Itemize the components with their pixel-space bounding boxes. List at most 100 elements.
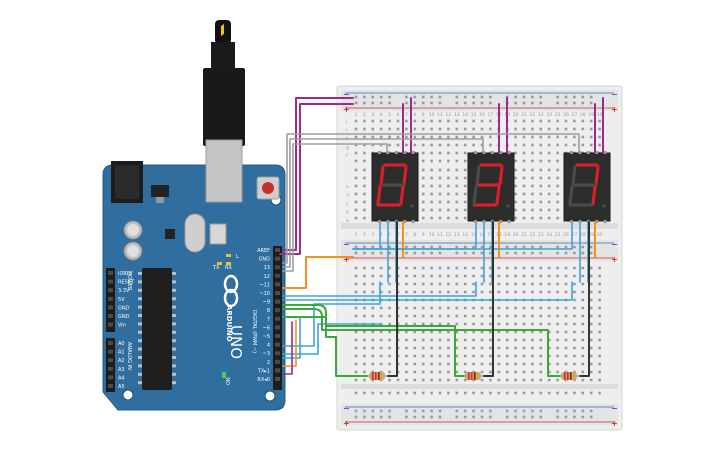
rail-hole [589, 415, 593, 419]
chip-legs [138, 272, 176, 385]
breadboard-hole [388, 370, 391, 374]
breadboard-hole [438, 354, 442, 358]
analog-pin-hole[interactable] [108, 358, 113, 363]
rail-hole [430, 95, 433, 99]
breadboard-hole [388, 306, 391, 310]
wire-green[interactable] [282, 316, 368, 377]
rail-hole [480, 95, 484, 99]
digital-pin-hole[interactable] [275, 291, 280, 295]
wire-gray[interactable] [282, 143, 388, 272]
breadboard-hole [497, 391, 501, 395]
breadboard-hole [598, 370, 601, 374]
breadboard-hole [430, 354, 433, 358]
rail-hole [472, 251, 475, 255]
power-pin-hole[interactable] [108, 322, 113, 327]
wire-green[interactable] [282, 308, 561, 377]
power-pin-hole[interactable] [108, 279, 113, 284]
breadboard-hole [573, 330, 576, 334]
digital-pin-hole[interactable] [275, 325, 280, 330]
breadboard-hole [489, 266, 492, 270]
decimal-point [410, 204, 414, 208]
breadboard-hole [514, 119, 517, 123]
power-pin-hole[interactable] [108, 271, 113, 275]
power-pin-hole[interactable] [108, 314, 113, 318]
breadboard-hole [522, 184, 526, 188]
column-number: 15 [471, 232, 477, 238]
analog-pin-hole[interactable] [108, 366, 113, 371]
arduino-uno[interactable]: L TX RX ON ARDUINO UNO DIGITAL (PWM ~) P… [102, 20, 286, 411]
breadboard-hole [447, 151, 450, 155]
chip-leg [172, 372, 176, 376]
breadboard-hole [363, 143, 366, 147]
breadboard-hole [531, 330, 534, 334]
digital-pin-hole[interactable] [275, 282, 280, 287]
rail-hole [354, 95, 358, 99]
digital-pin-hole[interactable] [275, 377, 280, 381]
wire-blue[interactable] [352, 221, 573, 250]
wire-orange[interactable] [282, 256, 354, 289]
digital-pin-hole[interactable] [275, 342, 280, 347]
seven-segment-displays[interactable] [371, 151, 611, 223]
column-number: 16 [479, 112, 485, 118]
wire-gray[interactable] [282, 138, 484, 268]
breadboard-hole [405, 346, 408, 350]
breadboard-hole [455, 200, 459, 204]
digital-pin-hole[interactable] [275, 256, 280, 261]
digital-pin-label: ~6 [263, 325, 270, 331]
breadboard-hole [430, 314, 433, 318]
wire-black[interactable] [483, 221, 494, 377]
rail-hole [589, 409, 593, 413]
breadboard-hole [438, 391, 442, 395]
wire-black[interactable] [387, 221, 398, 377]
digital-pin-hole[interactable] [275, 308, 280, 313]
breadboard-hole [388, 314, 391, 318]
digital-pin-hole[interactable] [275, 248, 280, 252]
digital-pin-hole[interactable] [275, 351, 280, 356]
wire-gray[interactable] [282, 133, 580, 264]
digital-pin-hole[interactable] [275, 359, 280, 364]
breadboard-hole [447, 370, 450, 374]
digital-pin-hole[interactable] [275, 368, 280, 373]
rail-hole [388, 415, 391, 419]
breadboard-hole [505, 330, 509, 334]
power-pin-hole[interactable] [108, 296, 113, 301]
digital-pin-hole[interactable] [275, 273, 280, 278]
resistor-3[interactable] [554, 372, 584, 380]
power-pin-hole[interactable] [108, 288, 113, 293]
breadboard-hole [514, 192, 517, 196]
wire-orange[interactable] [282, 319, 297, 367]
breadboard-hole [531, 192, 534, 196]
seven-segment-display-1[interactable] [371, 151, 419, 223]
voltage-regulator [151, 185, 169, 197]
rail-hole [564, 245, 568, 249]
breadboard-hole [438, 184, 442, 188]
rail-hole [480, 245, 484, 249]
power-pin-hole[interactable] [108, 305, 113, 310]
analog-pin-hole[interactable] [108, 341, 113, 345]
wire-blue[interactable] [282, 281, 477, 297]
analog-pin-hole[interactable] [108, 384, 113, 388]
wire-magenta[interactable] [282, 321, 293, 375]
analog-pin-hole[interactable] [108, 375, 113, 380]
wire-black[interactable] [579, 221, 590, 377]
wire-green[interactable] [282, 304, 465, 377]
breadboard-hole [539, 266, 543, 270]
analog-pin-hole[interactable] [108, 349, 113, 354]
reset-button[interactable] [262, 182, 274, 194]
seven-segment-display-2[interactable] [467, 151, 515, 223]
digital-pin-hole[interactable] [275, 316, 280, 321]
power-label: POWER [126, 272, 132, 291]
breadboard-hole [539, 346, 543, 350]
breadboard-hole [497, 322, 501, 326]
seven-segment-display-3[interactable] [563, 151, 611, 223]
wire-blue[interactable] [282, 317, 301, 359]
wires[interactable] [279, 97, 604, 377]
digital-pin-hole[interactable] [275, 265, 280, 270]
display-pin [474, 151, 477, 154]
breadboard-hole [455, 168, 459, 172]
digital-pin-hole[interactable] [275, 334, 280, 338]
breadboard-hole [581, 143, 585, 147]
breadboard-hole [505, 266, 509, 270]
digital-pin-hole[interactable] [275, 299, 280, 304]
breadboard-hole [531, 208, 534, 212]
